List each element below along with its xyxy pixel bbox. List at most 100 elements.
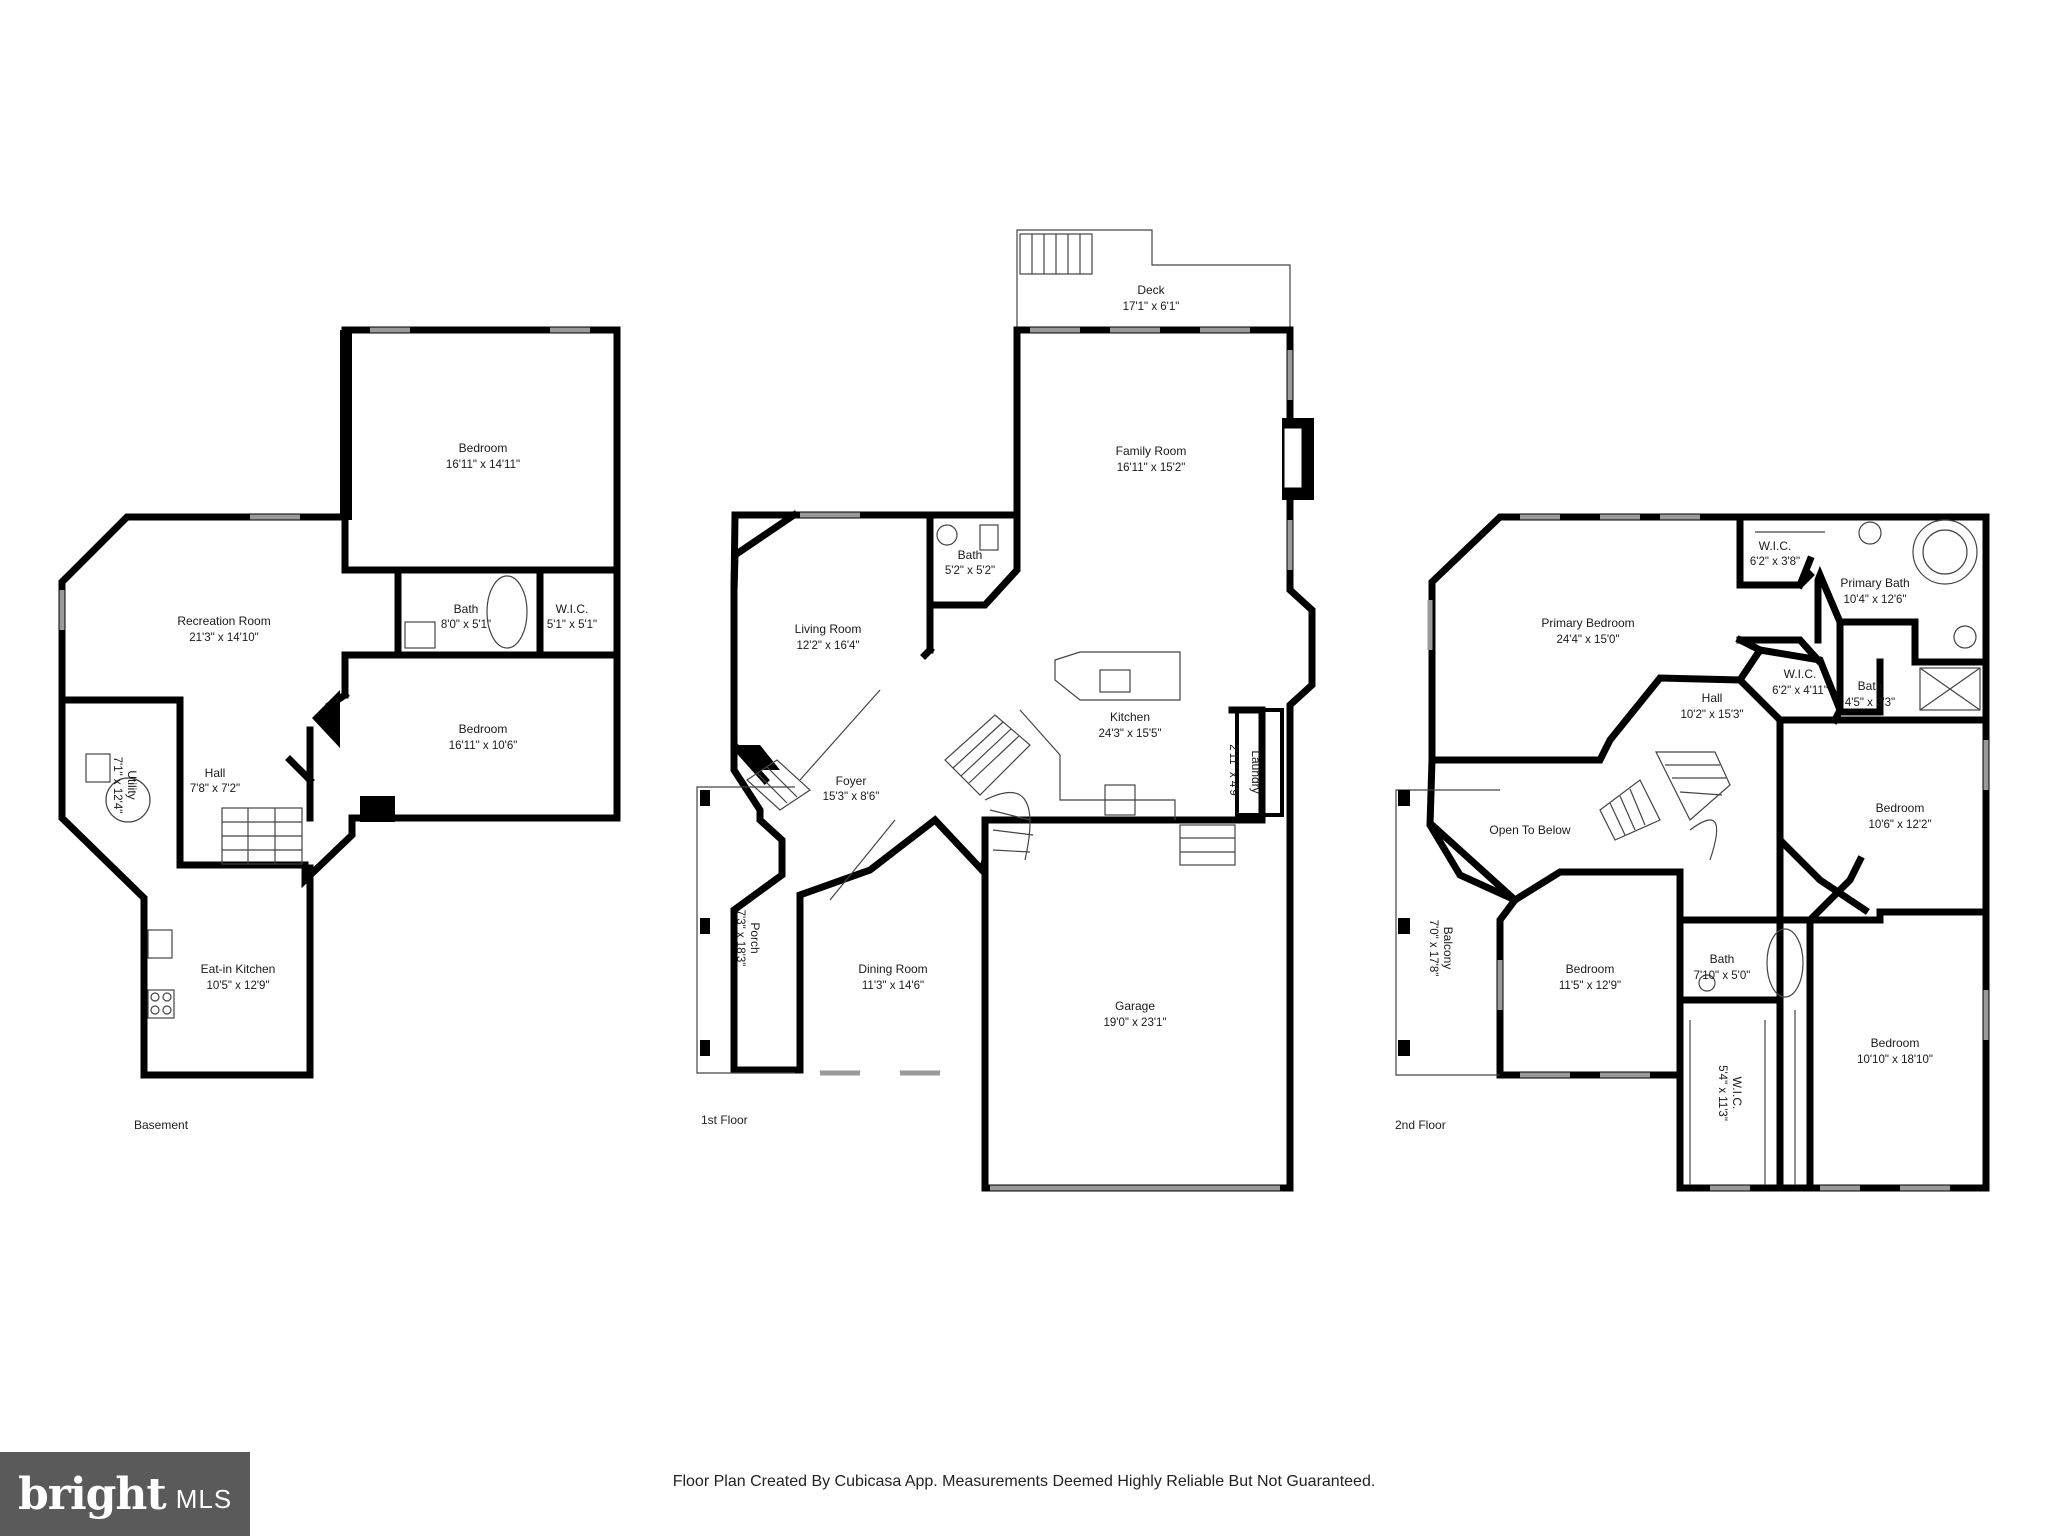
balcony-post — [1398, 1040, 1410, 1056]
room-dims: 11'5" x 12'9" — [1559, 980, 1621, 992]
room-name: W.I.C. — [1784, 667, 1817, 681]
floor-label: 2nd Floor — [1395, 1118, 1446, 1132]
room-dims: 5'1" x 5'1" — [547, 619, 597, 631]
room-name: Primary Bedroom — [1541, 616, 1634, 630]
deck-stairs — [1019, 233, 1093, 275]
room-dims: 8'0" x 5'1" — [441, 619, 491, 631]
deck-outline — [1016, 229, 1291, 330]
room-dims: 16'11" x 10'6" — [449, 740, 518, 752]
utility-tank — [105, 777, 151, 823]
room-dims: 12'2" x 16'4" — [796, 640, 859, 652]
room-name: Laundry — [1249, 750, 1263, 793]
room-name: Garage — [1115, 999, 1155, 1013]
wall — [1795, 555, 1815, 590]
wall-accent — [340, 330, 352, 520]
sink-fixture — [936, 524, 958, 546]
room-name: Dining Room — [858, 962, 927, 976]
fireplace-hearth — [1283, 427, 1303, 489]
room-dims: 10'10" x 18'10" — [1857, 1054, 1933, 1066]
room-name: Eat-in Kitchen — [201, 962, 276, 976]
room-name: Family Room — [1116, 444, 1187, 458]
sink-fixture — [1953, 625, 1977, 649]
porch-outline — [696, 786, 795, 1074]
room-dims: 16'11" x 14'11" — [446, 459, 520, 471]
room-dims: 19'0" x 23'1" — [1103, 1017, 1166, 1029]
stove-fixture — [1104, 784, 1136, 816]
room-dims: 17'1" x 6'1" — [1123, 301, 1180, 313]
burner — [150, 1005, 160, 1015]
room-dims: 7'0" x 17'8" — [1427, 920, 1439, 977]
room-name: Bedroom — [1876, 801, 1925, 815]
room-name: Kitchen — [1110, 710, 1150, 724]
basement-outer-walls — [58, 326, 621, 1079]
room-dims: 16'11" x 15'2" — [1117, 462, 1186, 474]
burner — [150, 992, 160, 1002]
room-dims: 10'5" x 12'9" — [206, 980, 269, 992]
wall — [1427, 820, 1520, 905]
first-floor-stairs — [746, 714, 1236, 866]
second-floor-stairs — [1599, 751, 1731, 861]
room-name: Hall — [205, 766, 226, 780]
basement-plan: Bedroom 16'11" x 14'11" Recreation Room … — [58, 326, 621, 1132]
logo-brand: bright — [18, 1468, 167, 1520]
room-dims: 7'3" x 18'3" — [734, 910, 746, 967]
bright-mls-logo: bright MLS — [0, 1452, 250, 1536]
balcony-post — [1398, 790, 1410, 806]
room-dims: 24'4" x 15'0" — [1556, 634, 1619, 646]
wall — [1836, 658, 1884, 716]
room-dims: 6'2" x 3'8" — [1750, 556, 1800, 568]
room-name: Deck — [1137, 283, 1165, 297]
porch-post — [700, 1040, 710, 1056]
wall — [981, 816, 1036, 864]
room-name: Balcony — [1441, 927, 1455, 970]
room-name: W.I.C. — [1730, 1077, 1744, 1110]
floor-label: Basement — [134, 1118, 189, 1132]
open-wall-line — [829, 819, 896, 901]
tub-fixture — [1922, 529, 1968, 575]
room-dims: 2'11" x 4'9" — [1227, 744, 1239, 800]
first-floor-plan: Deck 17'1" x 6'1" Family Room 16'11" x 1… — [696, 229, 1316, 1192]
water-heater — [85, 753, 111, 783]
wall — [1510, 868, 1684, 1079]
room-name: Bedroom — [459, 722, 508, 736]
sink-fixture — [404, 621, 436, 649]
room-name: Porch — [748, 922, 762, 953]
wall — [730, 510, 799, 785]
room-name: Bath — [1858, 679, 1883, 693]
tub-fixture — [486, 575, 528, 649]
wall — [1736, 636, 1823, 665]
room-name: Bedroom — [1566, 962, 1615, 976]
first-floor-outer-walls — [730, 326, 1316, 1192]
wall — [285, 755, 315, 785]
shower-line — [1919, 667, 1981, 711]
wall — [920, 645, 935, 660]
room-dims: 11'3" x 14'6" — [862, 980, 924, 992]
wall — [926, 511, 1021, 609]
sink-fixture — [147, 929, 173, 959]
kitchen-counter — [1019, 709, 1176, 820]
room-dims: 7'10" x 5'0" — [1694, 970, 1751, 982]
room-dims: 6'2" x 4'11" — [1772, 685, 1828, 697]
porch-post — [700, 790, 710, 806]
logo-sub: MLS — [175, 1483, 233, 1514]
room-name: Bedroom — [1871, 1036, 1920, 1050]
room-dims: 5'2" x 5'2" — [945, 565, 995, 577]
burner — [162, 1005, 172, 1015]
kitchen-island — [1054, 651, 1181, 701]
room-name: Utility — [125, 770, 139, 799]
shower-fixture — [1919, 667, 1981, 711]
room-name: Foyer — [836, 774, 867, 788]
room-dims: 21'3" x 14'10" — [189, 632, 258, 644]
tub-fixture — [1766, 928, 1804, 998]
wall-accent — [730, 745, 780, 770]
room-dims: 7'8" x 7'2" — [190, 783, 240, 795]
wall — [1776, 716, 1870, 915]
room-name: Bath — [454, 602, 479, 616]
room-name: W.I.C. — [556, 602, 589, 616]
room-dims: 15'3" x 8'6" — [823, 791, 880, 803]
sink-fixture — [1099, 669, 1131, 693]
balcony-outline — [1395, 789, 1500, 1076]
room-name: Bath — [1710, 952, 1735, 966]
footer-disclaimer: Floor Plan Created By Cubicasa App. Meas… — [672, 1473, 1376, 1490]
